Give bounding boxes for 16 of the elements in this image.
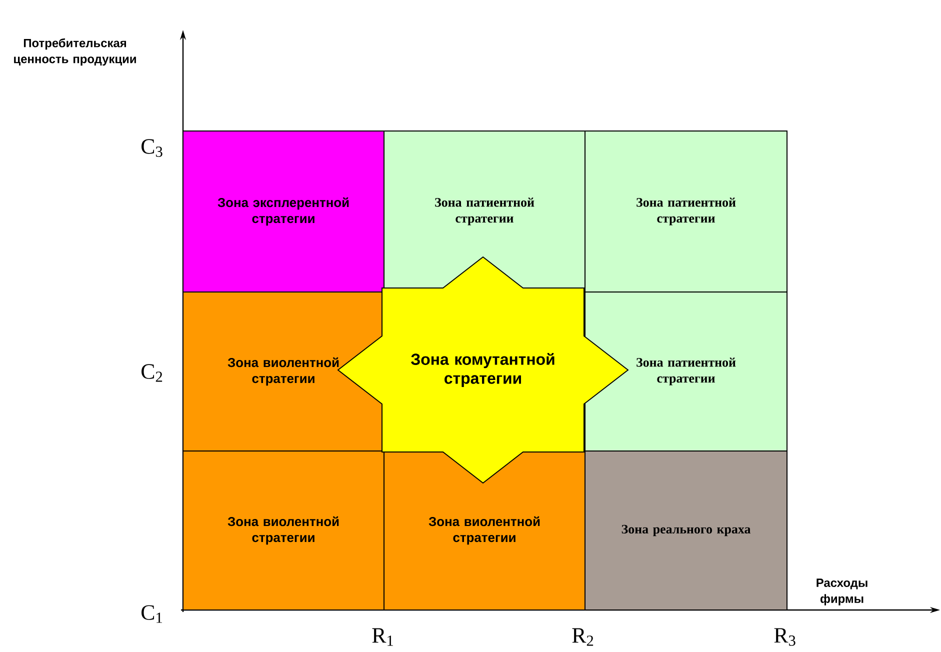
zone-cell: Зона патиентной стратегии — [584, 292, 788, 452]
zone-cell: Зона виолентной стратегии — [182, 292, 384, 452]
axis-value: R$_{1}$ — [372, 628, 393, 646]
zone-cell: Зона виолентной стратегии — [182, 450, 384, 610]
axis-value: R$_{3}$ — [774, 628, 796, 646]
axis-value: C$_{3}$ — [142, 139, 162, 157]
zone-cell: Зона реального краха — [584, 450, 788, 610]
zone-cell: Зона эксплерентной стратегии — [182, 130, 384, 292]
axis-value: C$_{1}$ — [142, 605, 162, 623]
axis-value: C$_{2}$ — [142, 364, 162, 382]
zone-cell: Зона виолентной стратегии — [384, 450, 586, 610]
axis-label: Потребительская ценность продукции — [14, 38, 136, 66]
zone-cell: Зона патиентной стратегии — [384, 130, 586, 292]
zone-cell: Зона патиентной стратегии — [584, 130, 788, 292]
axis-value: R$_{2}$ — [572, 628, 594, 646]
axis-label: Расходы фирмы — [816, 578, 868, 606]
